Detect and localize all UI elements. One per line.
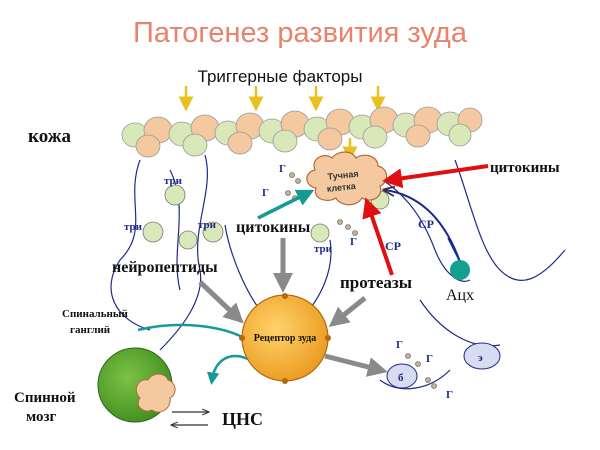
granule-label: Г (446, 389, 453, 401)
ach-stalk (447, 237, 461, 263)
cell-b-label: б (398, 372, 404, 384)
tri-label: три (124, 221, 143, 233)
ach-label: Ацх (446, 287, 474, 304)
granule-label: Г (396, 339, 403, 351)
red-arrows (362, 164, 489, 276)
blue-curve-arrows (385, 190, 461, 263)
spinal-cord-label: Спинной (14, 390, 76, 406)
cytokines-center-label: цитокины (236, 219, 311, 236)
sr-label: СР (418, 217, 434, 231)
tri-label: три (314, 243, 333, 255)
skin-cell-layer (121, 106, 483, 158)
spinal-cord-label: мозг (26, 409, 57, 425)
trigger-arrows (178, 86, 386, 162)
granule-label: Г (426, 353, 433, 365)
ach-dot (450, 260, 470, 280)
granule-label: Г (262, 187, 269, 199)
tri-label: три (198, 219, 217, 231)
mast-cell-label: клетка (326, 181, 357, 194)
cns-arrows (172, 412, 208, 425)
spinal-ganglion-label: Спинальный (62, 308, 128, 320)
cell-e-label: э (478, 352, 483, 364)
cell-e (463, 342, 501, 370)
sr-label: СР (385, 239, 401, 253)
granule-label: Г (350, 236, 357, 248)
skin-label: кожа (28, 126, 72, 147)
mast-cell-label: Тучная (327, 169, 359, 182)
spinal-cord-ganglion (135, 373, 176, 413)
granule-label: Г (279, 163, 286, 175)
spinal-ganglion-label: ганглий (70, 324, 111, 336)
gray-arrows (198, 238, 388, 377)
neuropeptides-label: нейропептиды (112, 259, 218, 276)
cell-b (386, 363, 418, 389)
mast-cell (306, 151, 388, 206)
cytokines-right-label: цитокины (490, 160, 560, 176)
cns-label: ЦНС (222, 409, 263, 429)
tri-label: три (164, 175, 183, 187)
proteases-label: протеазы (340, 273, 412, 292)
diagram-title: Патогенез развития зуда (133, 17, 468, 49)
itch-receptor-label: Рецептор зуда (254, 333, 316, 344)
granules-lower (405, 353, 437, 389)
triggers-label: Триггерные факторы (198, 67, 363, 86)
